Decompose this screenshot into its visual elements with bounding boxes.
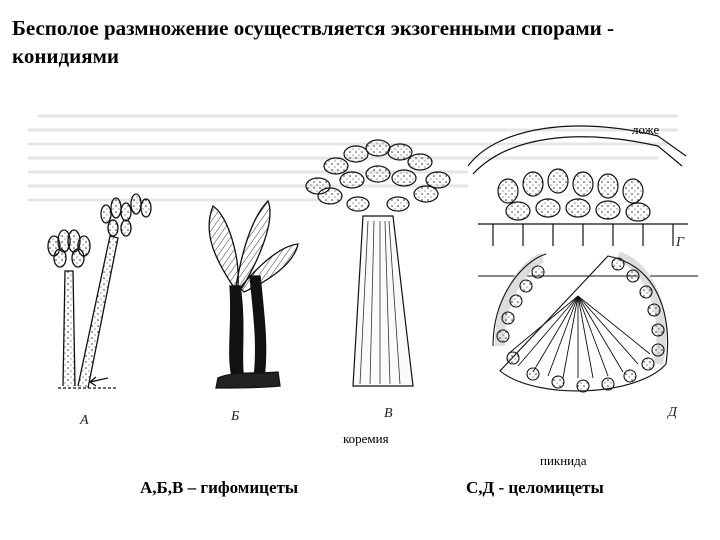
label-piknida: пикнида bbox=[540, 453, 587, 469]
fungi-illustration: А Б В Г Д bbox=[18, 96, 698, 456]
fungus-d-pycnidium bbox=[478, 254, 698, 392]
label-koremia: коремия bbox=[343, 431, 389, 447]
label-lozhe: ложе bbox=[632, 122, 659, 138]
letter-v: В bbox=[384, 406, 393, 421]
fungus-a bbox=[48, 194, 151, 388]
letter-b: Б bbox=[230, 409, 239, 424]
letter-g: Г bbox=[675, 235, 685, 250]
caption-coelomycetes: С,Д - целомицеты bbox=[466, 478, 604, 498]
fungus-v-coremium bbox=[306, 140, 450, 386]
letter-d: Д bbox=[666, 405, 678, 420]
letter-a: А bbox=[79, 413, 89, 428]
slide-title: Бесполое размножение осуществляется экзо… bbox=[12, 14, 702, 70]
caption-hyphomycetes: А,Б,В – гифомицеты bbox=[140, 478, 298, 498]
fungus-b bbox=[209, 201, 298, 388]
